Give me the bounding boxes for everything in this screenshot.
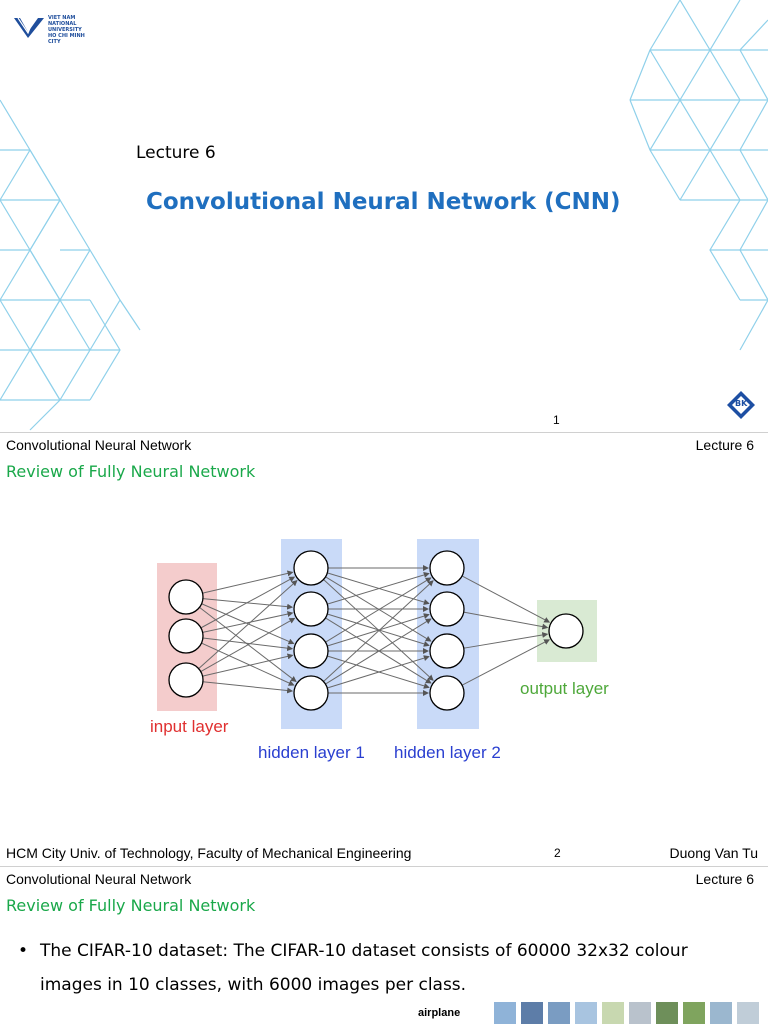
sample-image	[548, 1002, 570, 1024]
connection-edge	[202, 637, 294, 652]
connections	[198, 565, 551, 696]
hidden1-neuron	[293, 550, 329, 586]
sample-image	[494, 1002, 516, 1024]
logo-text-line: NATIONAL	[48, 21, 77, 27]
hidden1-neuron	[293, 633, 329, 669]
bk-logo-text: BK	[735, 399, 748, 408]
connection-edge	[327, 613, 430, 647]
sample-image	[602, 1002, 624, 1024]
connection-edge	[463, 611, 549, 630]
connection-edge	[325, 618, 432, 685]
sample-image	[521, 1002, 543, 1024]
connection-edge	[201, 642, 295, 686]
connection-edge	[461, 575, 551, 623]
connection-edge	[202, 570, 294, 594]
input-neuron	[168, 618, 204, 654]
header-left: Convolutional Neural Network	[6, 437, 192, 453]
sample-image	[575, 1002, 597, 1024]
connection-edge	[202, 611, 294, 633]
hidden-layer-1-label: hidden layer 1	[258, 743, 365, 762]
footer-page-number: 2	[554, 846, 561, 860]
logo-text-line: UNIVERSITY	[48, 27, 82, 33]
hidden2-neuron	[429, 675, 465, 711]
hidden1-neuron	[293, 675, 329, 711]
neural-network-diagram	[157, 539, 597, 729]
title-slide: VIET NAM NATIONAL UNIVERSITY HO CHI MINH…	[0, 0, 768, 432]
connection-edge	[463, 632, 549, 649]
logo-text-line: HO CHI MINH CITY	[48, 33, 85, 45]
sample-image	[737, 1002, 759, 1024]
connection-edge	[327, 613, 430, 647]
connection-edge	[200, 617, 296, 673]
bk-logo: BK	[726, 390, 756, 420]
header-right: Lecture 6	[695, 437, 754, 453]
output-layer-label: output layer	[520, 679, 609, 698]
neurons	[168, 550, 584, 711]
section-title: Review of Fully Neural Network	[6, 462, 256, 481]
vnu-logo: VIET NAM NATIONAL UNIVERSITY HO CHI MINH…	[12, 14, 92, 45]
sample-image	[710, 1002, 732, 1024]
footer-right: Duong Van Tu	[669, 845, 758, 861]
bullet-text: The CIFAR-10 dataset: The CIFAR-10 datas…	[40, 941, 688, 995]
input-neuron	[168, 579, 204, 615]
hidden2-neuron	[429, 550, 465, 586]
logo-text-line: VIET NAM	[48, 15, 76, 21]
connection-edge	[327, 655, 430, 689]
connection-edge	[201, 603, 295, 645]
slide-title: Convolutional Neural Network (CNN)	[146, 189, 621, 215]
lecture-label: Lecture 6	[136, 143, 216, 163]
class-label: airplane	[418, 1007, 461, 1019]
input-neuron	[168, 662, 204, 698]
hidden2-neuron	[429, 633, 465, 669]
connection-edge	[200, 576, 296, 629]
sample-images-row	[494, 1002, 768, 1025]
connection-edge	[323, 580, 434, 682]
connection-edge	[327, 572, 430, 605]
review-slide-diagram: Convolutional Neural Network Lecture 6 R…	[0, 432, 768, 867]
bullet-dot: •	[18, 941, 29, 961]
footer-left: HCM City Univ. of Technology, Faculty of…	[6, 845, 412, 861]
hidden1-neuron	[293, 591, 329, 627]
vnu-emblem-icon	[14, 17, 44, 38]
connection-edge	[198, 580, 298, 670]
hidden2-neuron	[429, 591, 465, 627]
connection-edge	[327, 572, 430, 605]
connection-edge	[202, 653, 294, 677]
page-number: 1	[553, 413, 560, 427]
connection-edge	[325, 577, 432, 643]
input-layer-label: input layer	[150, 717, 229, 736]
connection-edge	[327, 655, 430, 689]
header-left: Convolutional Neural Network	[6, 871, 192, 887]
header-right: Lecture 6	[695, 871, 754, 887]
connection-edge	[202, 681, 294, 694]
triangle-pattern-background	[0, 0, 768, 431]
connection-edge	[325, 617, 432, 684]
connection-edge	[461, 639, 551, 686]
sample-image	[683, 1002, 705, 1024]
bullet-item: • The CIFAR-10 dataset: The CIFAR-10 dat…	[18, 934, 718, 1002]
sample-image	[656, 1002, 678, 1024]
sample-image	[629, 1002, 651, 1024]
hidden-layer-2-label: hidden layer 2	[394, 743, 501, 762]
output-neuron	[548, 613, 584, 649]
bk-emblem-icon	[727, 391, 755, 419]
review-slide-cifar: Convolutional Neural Network Lecture 6 R…	[0, 866, 768, 1025]
section-title: Review of Fully Neural Network	[6, 896, 256, 915]
